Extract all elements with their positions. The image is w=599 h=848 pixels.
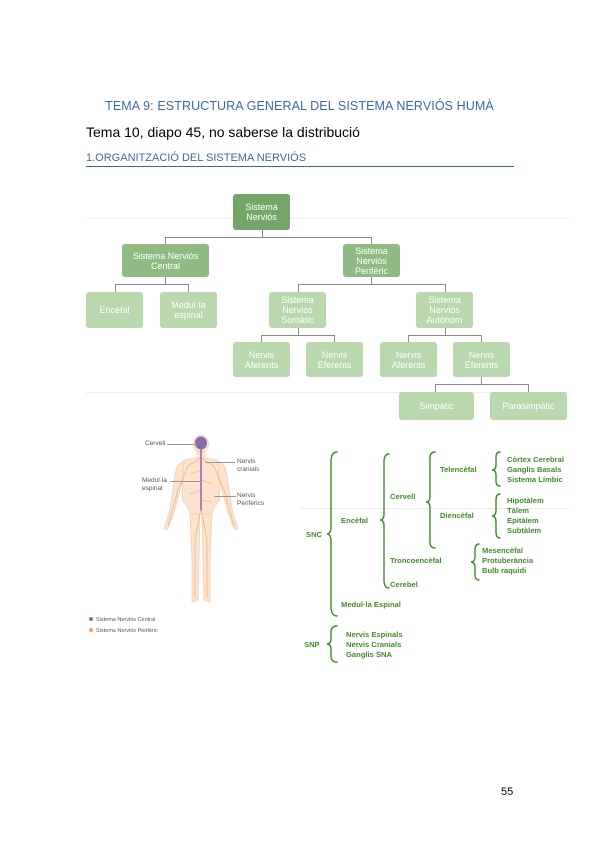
tree-troncoencefal: Troncoencèfal — [390, 556, 442, 565]
tree-hipotalem: Hipotàlem — [507, 496, 544, 505]
tree-nervis-cranials: Nervis Cranials — [346, 640, 402, 649]
node-snc: Sistema Nerviós Central — [122, 244, 209, 277]
legend-central: Sistema Nerviós Central — [89, 617, 155, 623]
connector — [298, 328, 299, 335]
node-snp: Sistema Nerviós Perifèric — [343, 244, 400, 277]
connector — [261, 335, 335, 336]
connector — [298, 284, 299, 292]
org-chart: Sistema Nerviós Sistema Nerviós Central … — [86, 194, 570, 420]
connector — [334, 335, 335, 342]
node-somatic-eferents: Nervis Eferents — [306, 342, 363, 377]
legend-dot-icon — [89, 628, 93, 632]
connector — [115, 284, 189, 285]
guide-line — [300, 508, 570, 509]
connector — [481, 335, 482, 342]
pointer-line — [214, 496, 236, 497]
section-underline — [86, 166, 514, 167]
tree-diencefal: Diencèfal — [440, 511, 474, 520]
brace-tree — [300, 440, 580, 670]
page-subtitle: Tema 10, diapo 45, no saberse la distrib… — [86, 124, 360, 140]
tree-nervis-espinals: Nervis Espinals — [346, 630, 403, 639]
label-cervell: Cervell — [145, 440, 166, 447]
guide-line — [86, 392, 570, 393]
node-encefal: Encèfal — [86, 292, 143, 328]
connector — [115, 284, 116, 292]
tree-ganglis-sna: Ganglis SNA — [346, 650, 392, 659]
page-title: TEMA 9: ESTRUCTURA GENERAL DEL SISTEMA N… — [105, 99, 494, 113]
node-autonom-aferents: Nervis Aferents — [380, 342, 437, 377]
node-simpatic: Simpàtic — [399, 392, 474, 420]
tree-cervell: Cervell — [390, 492, 416, 501]
connector — [408, 335, 409, 342]
label-nervis-periferics: Nervis Perifèrics — [237, 492, 265, 507]
connector — [261, 335, 262, 342]
connector — [528, 384, 529, 392]
human-body-illustration — [163, 434, 239, 603]
connector — [481, 377, 482, 384]
node-somatic-aferents: Nervis Aferents — [233, 342, 290, 377]
tree-snc: SNC — [306, 530, 323, 539]
tree-encefal: Encèfal — [341, 516, 369, 525]
node-autonom-eferents: Nervis Eferents — [453, 342, 510, 377]
tree-snp: SNP — [304, 640, 320, 649]
node-sistema-nervios: Sistema Nerviós — [233, 194, 290, 230]
tree-protuberancia: Protuberància — [482, 556, 534, 565]
tree-cortex: Còrtex Cerebral — [507, 455, 564, 464]
connector — [165, 237, 166, 244]
tree-cerebel: Cerebel — [390, 580, 418, 589]
connector — [408, 335, 482, 336]
section-heading: 1.ORGANITZACIÓ DEL SISTEMA NERVIÓS — [86, 152, 307, 164]
node-medulla: Medul·la espinal — [160, 292, 217, 328]
tree-medulla-espinal: Medul·la Espinal — [341, 600, 401, 609]
tree-bulb: Bulb raquidi — [482, 566, 527, 575]
connector — [298, 284, 445, 285]
tree-ganglis-basals: Ganglis Basals — [507, 465, 562, 474]
body-figure — [140, 430, 300, 610]
tree-mesencefal: Mesencèfal — [482, 546, 523, 555]
node-parasimpatic: Parasimpàtic — [490, 392, 567, 420]
label-medulla: Medul·la espinal — [142, 477, 167, 492]
tree-subtalem: Subtàlem — [507, 526, 542, 535]
guide-line — [86, 218, 570, 219]
label-nervis-cranials: Nervis cranials — [237, 458, 260, 473]
node-somatic: Sistema Nerviós Somàtic — [269, 292, 326, 328]
pointer-line — [205, 462, 235, 463]
connector — [262, 230, 263, 238]
connector — [445, 328, 446, 335]
tree-epitalem: Epitàlem — [507, 516, 539, 525]
connector — [371, 277, 372, 284]
brace-lines — [326, 451, 501, 663]
connector — [165, 277, 166, 284]
page-number: 55 — [501, 786, 514, 798]
connector — [445, 284, 446, 292]
connector — [371, 237, 372, 244]
node-autonom: Sistema Nerviós Autònom — [416, 292, 473, 328]
tree-telencefal: Telencèfal — [440, 465, 477, 474]
connector — [435, 384, 529, 385]
legend-periferic: Sistema Nerviós Perifèric — [89, 628, 158, 634]
pointer-line — [170, 481, 200, 482]
tree-talem: Tàlem — [507, 506, 529, 515]
connector — [435, 384, 436, 392]
connector — [165, 237, 371, 238]
pointer-line — [167, 444, 197, 445]
legend-dot-icon — [89, 617, 93, 621]
connector — [188, 284, 189, 292]
tree-limbic: Sistema Límbic — [507, 475, 563, 484]
